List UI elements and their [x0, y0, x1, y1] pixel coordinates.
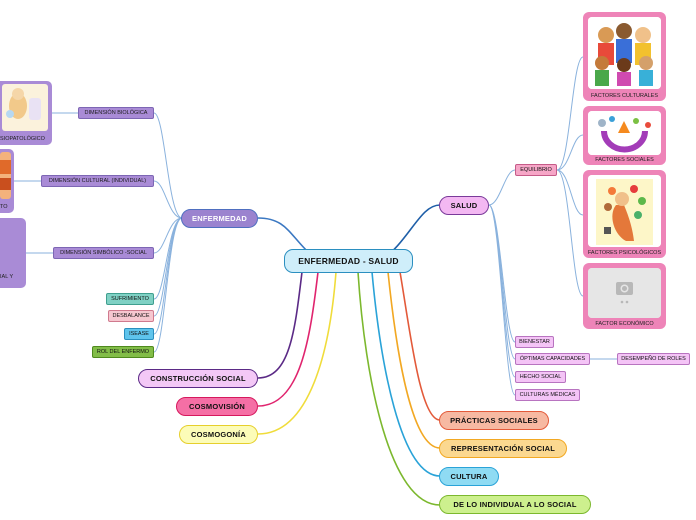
desempeno-de-roles[interactable]: DESEMPEÑO DE ROLES	[617, 353, 690, 365]
tag-sufrimiento-label: SUFRIMIENTO	[111, 296, 149, 302]
equilibrio-node[interactable]: EQUILIBRIO	[515, 164, 557, 176]
factor-psicologicos-card[interactable]: FACTORES PSICOLÓGICOS	[583, 170, 666, 258]
equilibrio-label: EQUILIBRIO	[520, 167, 552, 173]
factor-sociales-image	[588, 111, 661, 155]
item-hecho-label: HECHO SOCIAL	[519, 374, 562, 380]
factor-sociales-card[interactable]: FACTORES SOCIALES	[583, 106, 666, 165]
factor-psicologicos-caption: FACTORES PSICOLÓGICOS	[587, 250, 662, 256]
item-optimas-label: ÓPTIMAS CAPACIDADES	[519, 356, 586, 362]
branch-cosmogonia-label: COSMOGONÍA	[191, 430, 246, 439]
branch-representacion-label: REPRESENTACIÓN SOCIAL	[450, 444, 556, 453]
children-group-icon	[588, 17, 661, 89]
item-hecho-social[interactable]: HECHO SOCIAL	[515, 371, 566, 383]
emotions-head-icon	[588, 175, 661, 247]
factor-economico-caption: FACTOR ECONÓMICO	[595, 321, 654, 327]
factor-economico-image	[588, 268, 661, 318]
factor-psicologicos-image	[588, 175, 661, 247]
side-card-caption: SIOPATOLÓGICO	[0, 136, 45, 142]
side-card-image	[0, 152, 11, 199]
side-card-caption: TO	[0, 204, 8, 210]
item-culturas-medicas[interactable]: CULTURAS MÉDICAS	[515, 389, 580, 401]
side-card-simbolico[interactable]: IAL Y	[0, 218, 26, 288]
social-network-icon	[588, 111, 661, 155]
side-card-fisiopatologico[interactable]: SIOPATOLÓGICO	[0, 81, 52, 145]
branch-cultura[interactable]: CULTURA	[439, 467, 499, 486]
medical-illustration-icon	[6, 88, 41, 120]
side-card-image	[2, 84, 48, 131]
branch-practicas-label: PRÁCTICAS SOCIALES	[450, 416, 538, 425]
salud-topic[interactable]: SALUD	[439, 196, 489, 215]
item-bienestar-label: BIENESTAR	[519, 339, 550, 345]
branch-individual-label: DE LO INDIVIDUAL A LO SOCIAL	[453, 500, 577, 509]
cultural-illustration-icon	[0, 160, 11, 190]
branch-cosmogonia[interactable]: COSMOGONÍA	[179, 425, 258, 444]
branch-individual-social[interactable]: DE LO INDIVIDUAL A LO SOCIAL	[439, 495, 591, 514]
enfermedad-label: ENFERMEDAD	[192, 214, 247, 223]
salud-label: SALUD	[450, 201, 478, 210]
branch-representacion-social[interactable]: REPRESENTACIÓN SOCIAL	[439, 439, 567, 458]
tag-isease-label: ISEASE	[129, 331, 149, 337]
branch-construccion-label: CONSTRUCCIÓN SOCIAL	[150, 374, 246, 383]
item-culturas-label: CULTURAS MÉDICAS	[519, 392, 576, 398]
central-topic[interactable]: ENFERMEDAD - SALUD	[284, 249, 413, 273]
tag-sufrimiento[interactable]: SUFRIMIENTO	[106, 293, 154, 305]
central-topic-label: ENFERMEDAD - SALUD	[298, 256, 399, 266]
tag-rol-label: ROL DEL ENFERMO	[96, 349, 150, 355]
branch-cultura-label: CULTURA	[450, 472, 488, 481]
side-card-caption: IAL Y	[0, 274, 14, 280]
tag-rol-del-enfermo[interactable]: ROL DEL ENFERMO	[92, 346, 154, 358]
item-optimas-capacidades[interactable]: ÓPTIMAS CAPACIDADES	[515, 353, 590, 365]
enfermedad-topic[interactable]: ENFERMEDAD	[181, 209, 258, 228]
item-bienestar[interactable]: BIENESTAR	[515, 336, 554, 348]
dimension-simbolico-label: DIMENSIÓN SIMBÓLICO -SOCIAL	[60, 250, 147, 256]
camera-placeholder-icon	[588, 268, 661, 318]
desempeno-label: DESEMPEÑO DE ROLES	[621, 356, 686, 362]
factor-culturales-caption: FACTORES CULTURALES	[590, 93, 659, 99]
tag-desbalance-label: DESBALANCE	[112, 313, 150, 319]
side-card-cultural[interactable]: TO	[0, 149, 14, 213]
dimension-cultural-label: DIMENSIÓN CULTURAL (INDIVIDUAL)	[48, 178, 147, 184]
branch-cosmovision[interactable]: COSMOVISIÓN	[176, 397, 258, 416]
dimension-biologica[interactable]: DIMENSIÓN BIOLÓGICA	[78, 107, 154, 119]
branch-practicas-sociales[interactable]: PRÁCTICAS SOCIALES	[439, 411, 549, 430]
factor-sociales-caption: FACTORES SOCIALES	[595, 157, 654, 163]
dimension-biologica-label: DIMENSIÓN BIOLÓGICA	[84, 110, 148, 116]
dimension-simbolico-social[interactable]: DIMENSIÓN SIMBÓLICO -SOCIAL	[53, 247, 154, 259]
tag-isease[interactable]: ISEASE	[124, 328, 154, 340]
tag-desbalance[interactable]: DESBALANCE	[108, 310, 154, 322]
branch-cosmovision-label: COSMOVISIÓN	[189, 402, 245, 411]
factor-economico-card[interactable]: FACTOR ECONÓMICO	[583, 263, 666, 329]
factor-culturales-card[interactable]: FACTORES CULTURALES	[583, 12, 666, 101]
branch-construccion-social[interactable]: CONSTRUCCIÓN SOCIAL	[138, 369, 258, 388]
factor-culturales-image	[588, 17, 661, 89]
dimension-cultural[interactable]: DIMENSIÓN CULTURAL (INDIVIDUAL)	[41, 175, 154, 187]
